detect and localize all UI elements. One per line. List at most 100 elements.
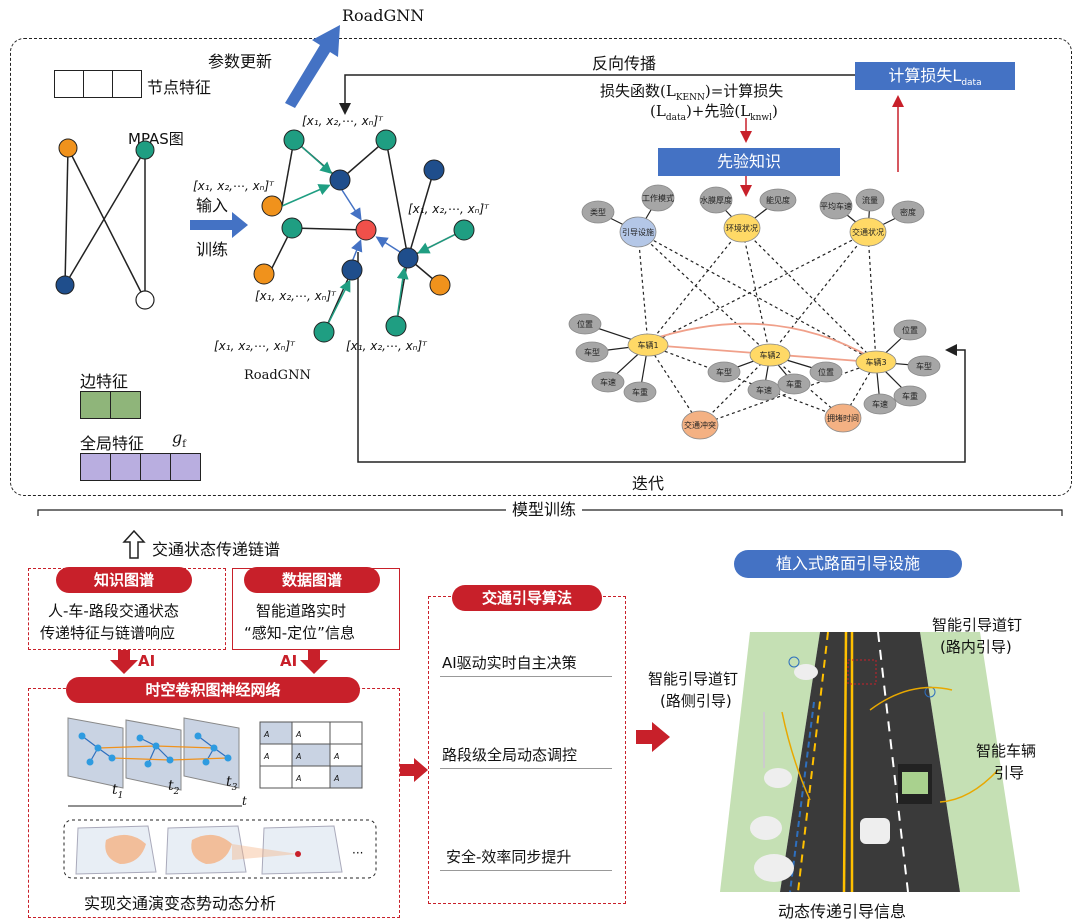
kg-label-weight: 车重 <box>902 391 918 401</box>
kg-label-type: 类型 <box>590 207 606 217</box>
kg-label-weight: 车重 <box>786 379 802 389</box>
kg-label-vehicle2: 车辆2 <box>759 350 780 360</box>
kg-node-vehicle3 <box>855 350 897 374</box>
model-training-label: 模型训练 <box>506 496 583 520</box>
roadgnn-nodes <box>253 129 475 343</box>
kg-node-vehicle2 <box>749 343 791 367</box>
stud-side-label-1: 智能引导道钉 <box>648 670 739 688</box>
ai-label-right: AI <box>280 652 298 670</box>
loss-function-line2: (Ldata)+先验(Lknwl) <box>650 102 778 123</box>
kg-desc-line2: 传递特征与链谱响应 <box>40 624 176 642</box>
kg-label-water: 水膜厚度 <box>700 195 732 205</box>
dynamic-analysis-label: 实现交通演变态势动态分析 <box>84 894 277 913</box>
param-update-arrow <box>285 25 340 108</box>
kg-label-guidance: 引导设施 <box>622 227 654 237</box>
vector-label: [x₁, x₂,⋯, xₙ]ᵀ <box>193 179 275 193</box>
kg-label-model: 车型 <box>916 361 932 371</box>
kg-label-model: 车型 <box>584 347 600 357</box>
flow-arrow-1 <box>400 758 428 782</box>
facility-title: 植入式路面引导设施 <box>734 550 962 578</box>
backprop-label: 反向传播 <box>592 54 657 73</box>
dg-desc-line2: “感知-定位”信息 <box>244 624 355 642</box>
global-feature-cell <box>80 453 111 481</box>
kg-label-speed: 车速 <box>600 377 616 387</box>
global-feature-cell <box>140 453 171 481</box>
kg-desc-line1: 人-车-路段交通状态 <box>48 602 179 620</box>
kg-node-traffic <box>849 217 887 247</box>
callout-lines <box>781 686 999 803</box>
edge-feature-cell <box>80 391 111 419</box>
mpas-node-navy <box>55 275 75 295</box>
algo-item-2: 路段级全局动态调控 <box>442 746 578 764</box>
global-feature-cell <box>110 453 141 481</box>
kg-label-model: 车型 <box>716 367 732 377</box>
input-train-arrow <box>190 212 248 238</box>
algo-item-3: 安全-效率同步提升 <box>446 848 572 866</box>
vehicle-guide-label-1: 智能车辆 <box>976 742 1037 760</box>
ai-label-left: AI <box>138 652 156 670</box>
roadgnn-blue-arrows <box>341 189 401 263</box>
kg-node-conflict <box>681 410 719 440</box>
kg-label-position: 位置 <box>902 325 918 335</box>
ai-arrows <box>110 650 328 674</box>
svg-text:A: A <box>295 752 301 761</box>
kg-label-weight: 车重 <box>632 387 648 397</box>
algo-divider <box>440 768 612 769</box>
iterate-label: 迭代 <box>632 474 665 493</box>
svg-text:A: A <box>333 774 339 783</box>
svg-text:A: A <box>295 730 301 739</box>
kg-label-position: 位置 <box>577 319 593 329</box>
roadgnn-top-label: RoadGNN <box>342 6 425 25</box>
vector-label: [x₁, x₂,⋯, xₙ]ᵀ <box>346 339 428 353</box>
kg-label-density: 密度 <box>900 207 916 217</box>
algo-divider <box>440 676 612 677</box>
node-feature-cell <box>112 70 142 98</box>
kg-label-vehicle1: 车辆1 <box>637 340 658 350</box>
stud-in-label-2: (路内引导) <box>940 638 1012 656</box>
mpas-node-teal <box>135 140 155 160</box>
t1-label: t1 <box>112 782 124 801</box>
kg-label-conflict: 交通冲突 <box>684 420 716 430</box>
mpas-graph <box>64 147 146 301</box>
train-label: 训练 <box>196 240 229 259</box>
iterate-path <box>357 252 966 463</box>
loss-function-line1: 损失函数(LKENN)=计算损失 <box>600 82 784 103</box>
t2-label: t2 <box>168 778 180 797</box>
global-feature-label: 全局特征 <box>80 434 145 453</box>
svg-text:A: A <box>333 752 339 761</box>
stgcn-pill: 时空卷积图神经网络 <box>66 677 360 703</box>
kg-label-workmode: 工作模式 <box>642 193 674 203</box>
kg-label-vehicle3: 车辆3 <box>865 357 886 367</box>
mpas-node-white <box>135 290 155 310</box>
t-axis-label: t <box>242 794 247 808</box>
svg-text:A: A <box>263 730 269 739</box>
backprop-path <box>339 74 855 115</box>
edge-feature-cell <box>110 391 141 419</box>
roadgnn-bottom-label: RoadGNN <box>244 368 311 383</box>
input-label: 输入 <box>196 196 229 215</box>
kg-label-congestion: 拥堵时间 <box>827 413 859 423</box>
prior-knowledge-box: 先验知识 <box>658 148 840 176</box>
kg-label-flow: 流量 <box>862 195 878 205</box>
top-graphs: 类型 工作模式 水膜厚度 能见度 平均车速 流量 密度 引导设施 环境状况 交通… <box>55 25 966 463</box>
data-graph-pill: 数据图谱 <box>244 567 380 593</box>
vehicle-guide-label-2: 引导 <box>994 764 1025 782</box>
kg-label-avgspeed: 平均车速 <box>820 201 852 211</box>
road-scene <box>720 632 1020 892</box>
model-training-frame <box>10 38 1072 496</box>
kg-label-environment: 环境状况 <box>726 223 758 233</box>
vector-label: [x₁, x₂,⋯, xₙ]ᵀ <box>214 339 296 353</box>
kg-node-vehicle1 <box>627 333 669 357</box>
kg-label-speed: 车速 <box>756 385 772 395</box>
algo-item-1: AI驱动实时自主决策 <box>442 654 577 672</box>
chain-up-arrow <box>122 530 146 559</box>
kg-label-position: 位置 <box>818 367 834 377</box>
algo-pill: 交通引导算法 <box>452 585 602 611</box>
knowledge-graph-pill: 知识图谱 <box>56 567 192 593</box>
kg-node-congestion <box>824 403 862 433</box>
stud-in-label-1: 智能引导道钉 <box>932 616 1023 634</box>
kg-label-visibility: 能见度 <box>766 195 790 205</box>
dg-desc-line1: 智能道路实时 <box>256 602 347 620</box>
t3-label: t3 <box>226 774 238 793</box>
